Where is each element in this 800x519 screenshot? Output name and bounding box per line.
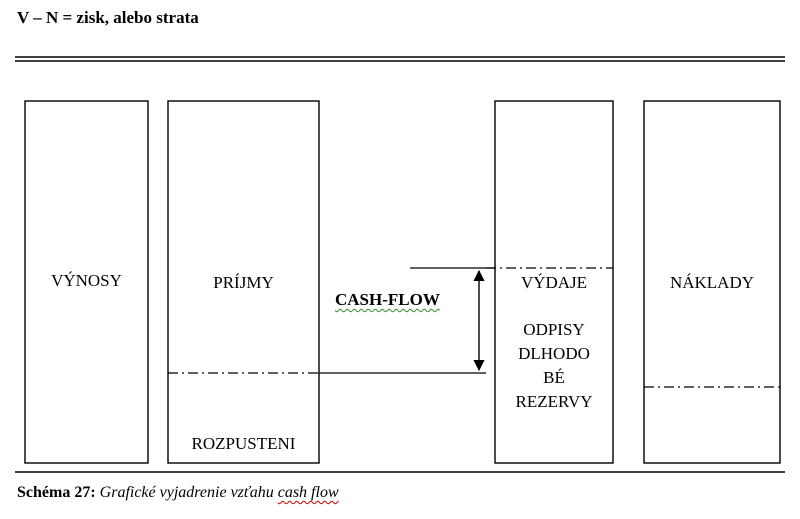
prijmy-box: [167, 100, 320, 464]
caption-cash-flow: cash flow: [277, 484, 339, 501]
naklady-label: NÁKLADY: [669, 273, 755, 292]
vynosy-label: VÝNOSY: [51, 271, 122, 290]
prijmy-label: PRÍJMY: [213, 273, 274, 292]
caption-text: Grafické vyjadrenie vzťahu: [95, 484, 278, 501]
vydaje-box: [494, 100, 614, 464]
odpisy-label: ODPISY DLHODO BÉ REZERVY: [495, 318, 613, 414]
caption-label: Schéma 27:: [17, 484, 96, 501]
rozpusteni-label: ROZPUSTENI: [191, 434, 296, 453]
odpisy-line-2: DLHODO: [518, 344, 590, 363]
naklady-box: [643, 100, 781, 464]
figure-caption: Schéma 27: Grafické vyjadrenie vzťahu ca…: [17, 484, 339, 502]
vydaje-label: VÝDAJE: [520, 273, 588, 292]
odpisy-line-4: REZERVY: [515, 392, 593, 411]
equation-heading: V – N = zisk, alebo strata: [17, 8, 199, 27]
vynosy-box: [24, 100, 149, 464]
odpisy-line-3: BÉ: [543, 368, 565, 387]
odpisy-line-1: ODPISY: [523, 320, 585, 339]
cash-flow-label: CASH-FLOW: [335, 290, 440, 309]
